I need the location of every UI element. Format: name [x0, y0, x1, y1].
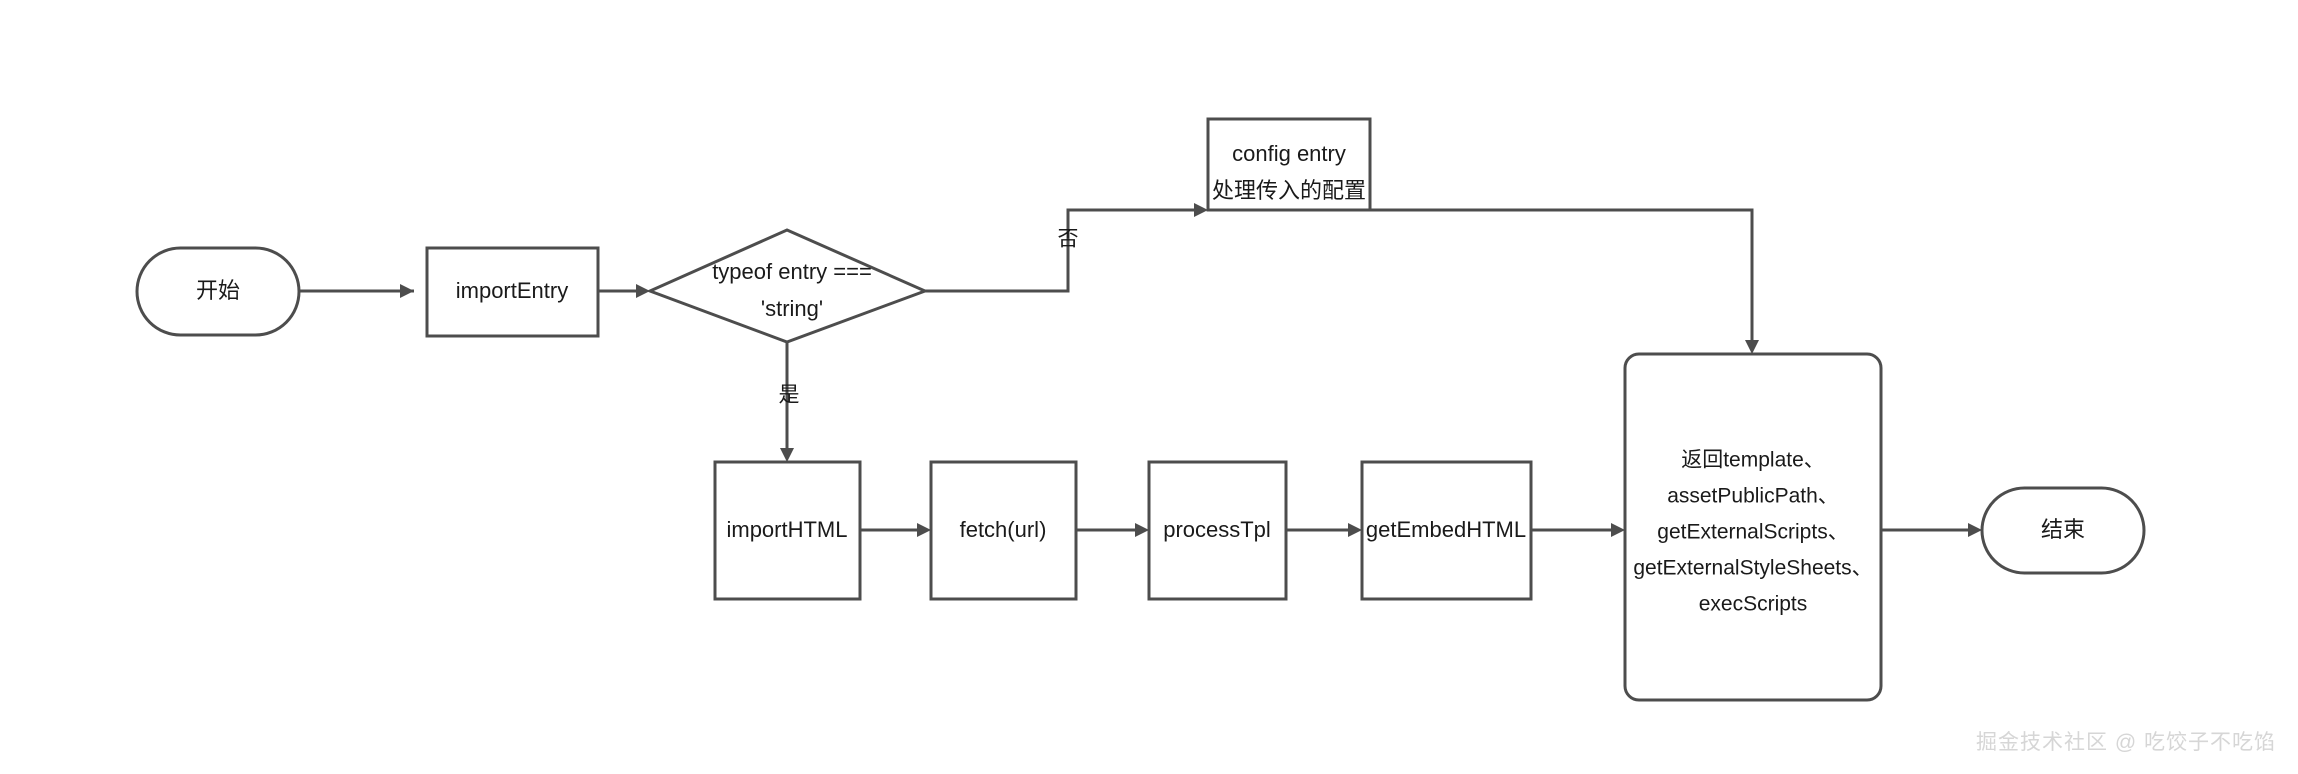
node-import-html-label: importHTML	[726, 517, 847, 542]
edge-label-yes: 是	[779, 384, 800, 407]
arrow-head-icon	[400, 284, 414, 298]
edge-import-html-to-fetch-url	[860, 523, 931, 537]
arrow-head-icon	[636, 284, 650, 298]
node-return-box-line2: assetPublicPath、	[1667, 485, 1839, 508]
node-fetch-url[interactable]: fetch(url)	[929, 460, 1078, 601]
edge-process-tpl-to-get-embed-html	[1286, 523, 1362, 537]
arrow-head-icon	[917, 523, 931, 537]
edge-get-embed-html-to-return-box	[1531, 523, 1625, 537]
arrow-head-icon	[1611, 523, 1625, 537]
node-decision-line1: typeof entry ===	[712, 259, 872, 284]
node-decision-line2: 'string'	[761, 296, 823, 321]
node-decision[interactable]: typeof entry === 'string'	[646, 228, 929, 344]
arrow-head-icon	[1348, 523, 1362, 537]
node-get-embed-html[interactable]: getEmbedHTML	[1360, 460, 1533, 601]
node-import-entry-label: importEntry	[456, 278, 568, 303]
arrow-head-icon	[780, 448, 794, 462]
arrow-head-icon	[1745, 340, 1759, 354]
edge-fetch-url-to-process-tpl	[1076, 523, 1149, 537]
node-return-box-line5: execScripts	[1699, 593, 1808, 616]
node-end-label: 结束	[2041, 517, 2085, 542]
node-import-html[interactable]: importHTML	[713, 460, 862, 601]
node-process-tpl[interactable]: processTpl	[1147, 460, 1288, 601]
node-start-label: 开始	[196, 278, 240, 303]
arrow-head-icon	[1194, 203, 1208, 217]
node-return-box[interactable]: 返回template、 assetPublicPath、 getExternal…	[1623, 352, 1883, 702]
arrow-head-icon	[1968, 523, 1982, 537]
node-return-box-line1: 返回template、	[1681, 449, 1825, 472]
edge-start-to-import-entry	[299, 284, 414, 298]
edge-config-entry-to-return-box	[1370, 208, 1759, 354]
arrow-head-icon	[1135, 523, 1149, 537]
node-end[interactable]: 结束	[1980, 486, 2146, 575]
edge-label-no: 否	[1058, 228, 1079, 251]
node-import-entry[interactable]: importEntry	[425, 246, 600, 338]
node-process-tpl-label: processTpl	[1163, 517, 1271, 542]
node-config-entry-line1: config entry	[1232, 141, 1346, 166]
node-config-entry[interactable]: config entry 处理传入的配置	[1206, 117, 1372, 212]
edge-import-entry-to-decision	[598, 284, 650, 298]
edge-decision-to-config-entry	[925, 203, 1208, 293]
watermark: 掘金技术社区 @ 吃饺子不吃馅	[1976, 731, 2276, 754]
edge-decision-to-import-html	[780, 342, 794, 462]
node-config-entry-line2: 处理传入的配置	[1212, 178, 1366, 203]
edge-return-box-to-end	[1881, 523, 1982, 537]
node-fetch-url-label: fetch(url)	[960, 517, 1047, 542]
node-get-embed-html-label: getEmbedHTML	[1366, 517, 1526, 542]
node-return-box-line4: getExternalStyleSheets、	[1633, 557, 1872, 580]
node-return-box-line3: getExternalScripts、	[1657, 521, 1848, 544]
node-start[interactable]: 开始	[135, 246, 301, 337]
